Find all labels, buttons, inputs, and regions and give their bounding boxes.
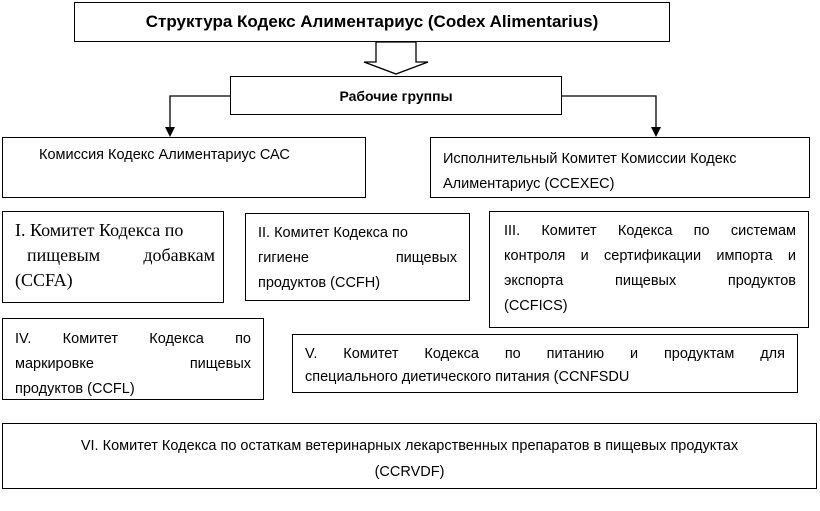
ccexec-line-1: Исполнительный Комитет Комиссии Кодекс — [443, 151, 737, 167]
connector-left — [169, 95, 230, 132]
committee-ccnfsdu-line-2: специального диетического питания (CCNFS… — [305, 369, 630, 385]
committee-ccfa-line-1: I. Комитет Кодекса по — [15, 220, 184, 240]
committee-ccfl-box: IV. Комитет Кодекса по маркировке пищевы… — [2, 318, 264, 400]
cac-label: Комиссия Кодекс Алиментариус САС — [39, 147, 290, 163]
diagram-title: Структура Кодекс Алиментариус (Codex Ali… — [145, 12, 599, 31]
ccexec-line-2: Алиментариус (CCEXEC) — [443, 176, 615, 192]
committee-ccrvdf-box: VI. Комитет Кодекса по остаткам ветерина… — [2, 423, 817, 489]
committee-ccrvdf-line-1: VI. Комитет Кодекса по остаткам ветерина… — [80, 438, 739, 454]
committee-ccfh-line-3: продуктов (CCFH) — [258, 275, 381, 291]
working-groups-label: Рабочие группы — [339, 87, 453, 104]
committee-ccfl-line-3: продуктов (CCFL) — [15, 381, 135, 397]
arrowhead-right — [651, 127, 661, 137]
diagram-title-box: Структура Кодекс Алиментариус (Codex Ali… — [74, 2, 670, 42]
committee-ccfics-line-2: контроля и сертификации импорта и — [504, 248, 796, 264]
committee-ccfh-box: II. Комитет Кодекса по гигиене пищевых п… — [245, 213, 470, 301]
committee-ccnfsdu-line-1: V. Комитет Кодекса по питанию и продукта… — [305, 346, 785, 362]
committee-ccnfsdu-box: V. Комитет Кодекса по питанию и продукта… — [292, 334, 798, 393]
connector-right — [562, 95, 657, 132]
committee-ccfh-line-1: II. Комитет Кодекса по — [258, 225, 408, 241]
committee-ccfics-line-4: (CCFICS) — [504, 298, 568, 314]
cac-box: Комиссия Кодекс Алиментариус САС — [2, 137, 366, 198]
ccexec-box: Исполнительный Комитет Комиссии Кодекс А… — [430, 137, 810, 198]
committee-ccfics-line-1: III. Комитет Кодекса по системам — [504, 223, 796, 239]
committee-ccfa-box: I. Комитет Кодекса по пищевым добавкам (… — [2, 211, 224, 303]
working-groups-box: Рабочие группы — [230, 76, 562, 115]
arrowhead-left — [165, 127, 175, 137]
committee-ccfl-line-2: маркировке пищевых — [15, 356, 251, 372]
down-block-arrow — [363, 41, 429, 75]
committee-ccfh-line-2: гигиене пищевых — [258, 250, 457, 266]
committee-ccfics-line-3: экспорта пищевых продуктов — [504, 273, 796, 289]
committee-ccfa-line-2: пищевым добавкам — [27, 245, 215, 265]
committee-ccfa-line-3: (CCFA) — [15, 270, 73, 290]
committee-ccfl-line-1: IV. Комитет Кодекса по — [15, 331, 251, 347]
committee-ccfics-box: III. Комитет Кодекса по системам контрол… — [489, 211, 809, 328]
committee-ccrvdf-line-2: (CCRVDF) — [374, 464, 445, 480]
